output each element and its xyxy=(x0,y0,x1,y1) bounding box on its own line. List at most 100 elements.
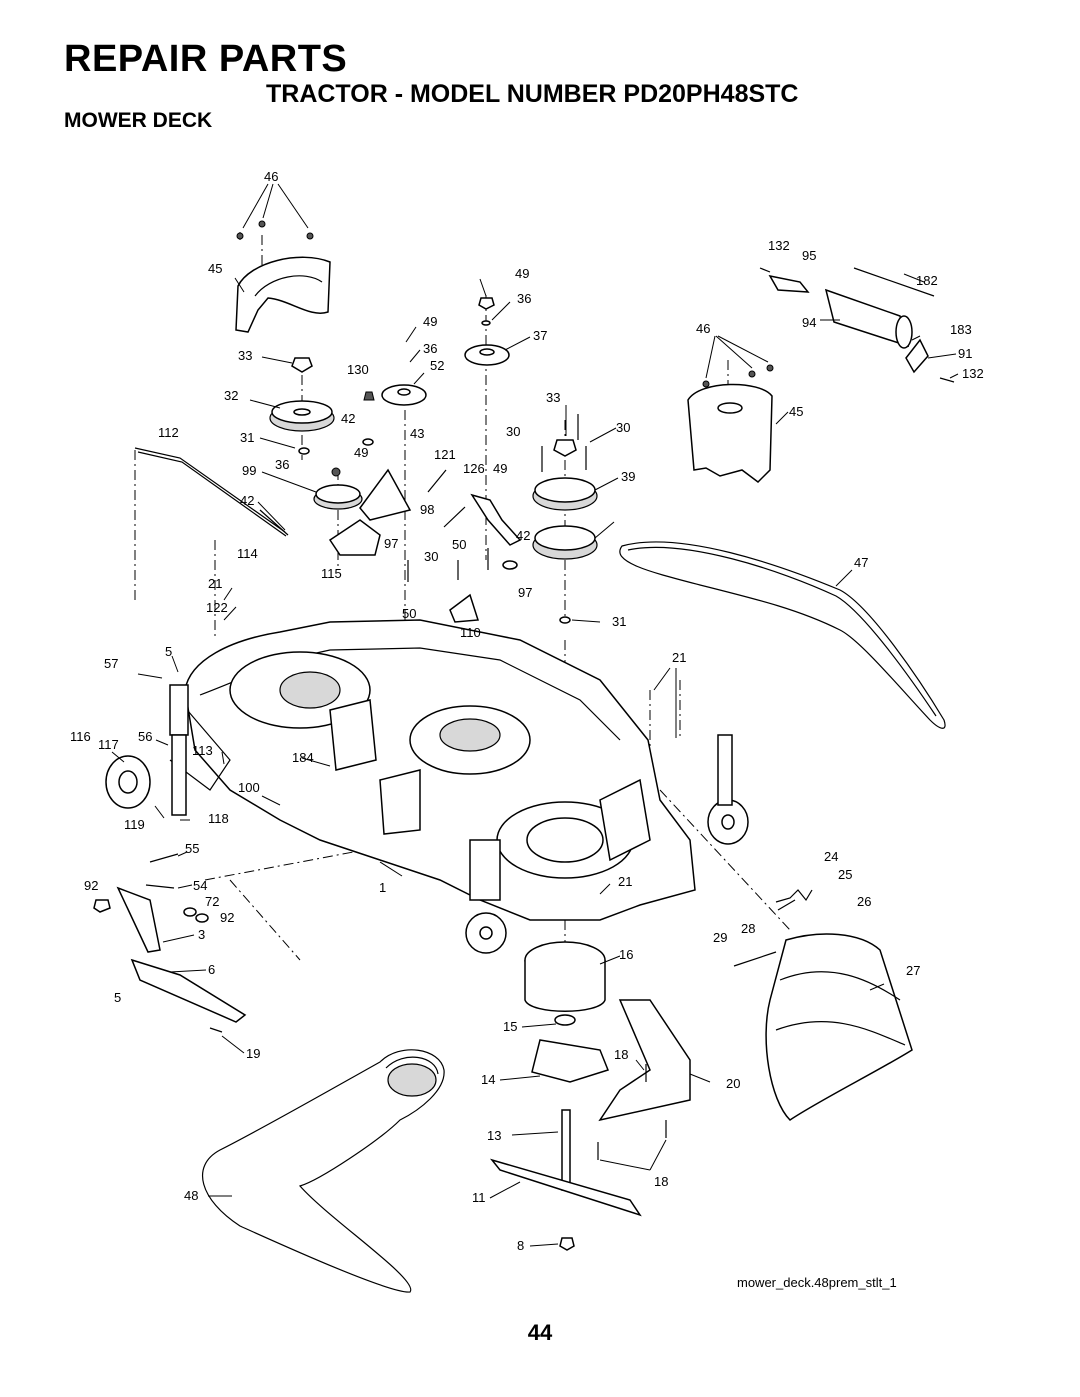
callout-119: 119 xyxy=(124,817,145,832)
lift-brackets xyxy=(93,853,247,1033)
callout-112: 112 xyxy=(158,425,179,440)
callout-14: 14 xyxy=(481,1072,495,1087)
callout-20: 20 xyxy=(726,1076,740,1091)
callout-126: 126 xyxy=(463,461,485,476)
callout-50: 50 xyxy=(452,537,466,552)
callout-92: 92 xyxy=(84,878,98,893)
belt-cover-right xyxy=(687,335,774,483)
callout-42c: 42 xyxy=(240,493,254,508)
callout-21: 21 xyxy=(208,576,222,591)
callout-26: 26 xyxy=(857,894,871,909)
section-heading: MOWER DECK xyxy=(64,109,213,132)
callout-49b: 49 xyxy=(493,461,507,476)
callout-55: 55 xyxy=(185,841,199,856)
callout-labels: 46 45 49 36 37 33 130 52 32 112 31 42 43… xyxy=(70,169,984,1253)
roller-assembly xyxy=(759,267,955,383)
callout-15: 15 xyxy=(503,1019,517,1034)
callout-37: 37 xyxy=(533,328,547,343)
callout-18b: 18 xyxy=(654,1174,668,1189)
callout-184: 184 xyxy=(292,750,314,765)
callout-116: 116 xyxy=(70,729,91,744)
spring-assembly xyxy=(775,889,813,903)
callout-46b: 46 xyxy=(696,321,710,336)
callout-1: 1 xyxy=(379,880,386,895)
belt-48 xyxy=(202,1049,445,1293)
callout-97b: 97 xyxy=(518,585,532,600)
callout-48: 48 xyxy=(184,1188,198,1203)
pulley-stack-left xyxy=(269,357,427,510)
callout-42b: 42 xyxy=(516,528,530,543)
leader-lines xyxy=(111,273,959,1247)
callout-56: 56 xyxy=(138,729,152,744)
callout-49d: 49 xyxy=(354,445,368,460)
page-title: REPAIR PARTS xyxy=(64,38,348,80)
model-heading: TRACTOR - MODEL NUMBER PD20PH48STC xyxy=(266,80,799,108)
callout-94: 94 xyxy=(802,315,816,330)
callout-5: 5 xyxy=(165,644,172,659)
callout-121: 121 xyxy=(434,447,456,462)
callout-118: 118 xyxy=(208,811,229,826)
callout-30b: 30 xyxy=(616,420,630,435)
callout-54: 54 xyxy=(193,878,207,893)
callout-33b: 33 xyxy=(546,390,560,405)
callout-42: 42 xyxy=(341,411,355,426)
callout-98: 98 xyxy=(420,502,434,517)
callout-13: 13 xyxy=(487,1128,501,1143)
callout-183: 183 xyxy=(950,322,972,337)
callout-8: 8 xyxy=(517,1238,524,1253)
callout-49c: 49 xyxy=(423,314,437,329)
callout-6: 6 xyxy=(208,962,215,977)
callout-24: 24 xyxy=(824,849,838,864)
callout-95: 95 xyxy=(802,248,816,263)
callout-52: 52 xyxy=(430,358,444,373)
discharge-chute xyxy=(733,899,913,1121)
callout-27: 27 xyxy=(906,963,920,978)
callout-130: 130 xyxy=(347,362,369,377)
callout-45: 45 xyxy=(208,261,222,276)
spindle-blade-assembly xyxy=(489,941,691,1251)
callout-30c: 30 xyxy=(424,549,438,564)
callout-100: 100 xyxy=(238,780,260,795)
callout-91: 91 xyxy=(958,346,972,361)
callout-29: 29 xyxy=(713,930,727,945)
callout-57: 57 xyxy=(104,656,118,671)
callout-36b: 36 xyxy=(423,341,437,356)
callout-50b: 50 xyxy=(402,606,416,621)
callout-32: 32 xyxy=(224,388,238,403)
callout-115: 115 xyxy=(321,566,342,581)
callout-36c: 36 xyxy=(275,457,289,472)
callout-132: 132 xyxy=(768,238,790,253)
page-number: 44 xyxy=(527,1320,553,1345)
callout-110: 110 xyxy=(460,625,481,640)
callout-21b: 21 xyxy=(672,650,686,665)
idler-arms xyxy=(328,468,522,623)
callout-31b: 31 xyxy=(612,614,626,629)
callout-45b: 45 xyxy=(789,404,803,419)
callout-182: 182 xyxy=(916,273,938,288)
deck-housing xyxy=(169,619,696,921)
callout-11: 11 xyxy=(472,1190,486,1205)
diagram-reference: mower_deck.48prem_stlt_1 xyxy=(737,1275,897,1290)
callout-49: 49 xyxy=(515,266,529,281)
callout-3: 3 xyxy=(198,927,205,942)
callout-132b: 132 xyxy=(962,366,984,381)
callout-33: 33 xyxy=(238,348,252,363)
rod-112 xyxy=(134,447,289,537)
callout-72: 72 xyxy=(205,894,219,909)
callout-46: 46 xyxy=(264,169,278,184)
callout-113: 113 xyxy=(192,743,213,758)
callout-36: 36 xyxy=(517,291,531,306)
callout-31: 31 xyxy=(240,430,254,445)
callout-30: 30 xyxy=(506,424,520,439)
callout-47: 47 xyxy=(854,555,868,570)
callout-39: 39 xyxy=(621,469,635,484)
belt-47 xyxy=(619,541,946,729)
callout-18: 18 xyxy=(614,1047,628,1062)
callout-117: 117 xyxy=(98,737,119,752)
callout-5b: 5 xyxy=(114,990,121,1005)
callout-16: 16 xyxy=(619,947,633,962)
callout-25: 25 xyxy=(838,867,852,882)
deck-wheels xyxy=(105,734,749,954)
pulley-stack-right xyxy=(464,297,598,624)
